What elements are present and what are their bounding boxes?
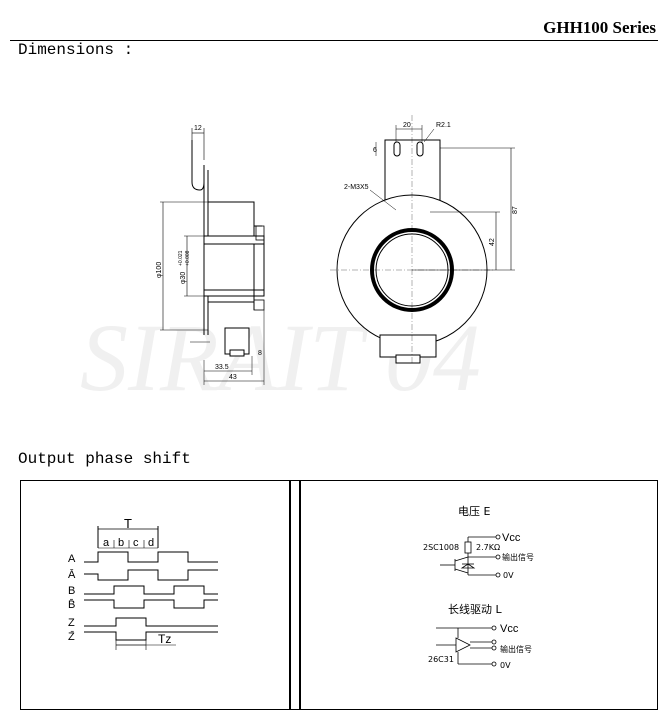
label-period: T [124, 516, 132, 531]
phase-shift-heading: Output phase shift [18, 450, 191, 468]
dim-bracket-width: 20 [403, 122, 411, 129]
label-signal-b: B [68, 585, 75, 597]
circuit-l-schematic [436, 625, 497, 667]
dim-depth-long: 43 [229, 374, 237, 381]
dimensions-heading: Dimensions : [18, 41, 134, 59]
label-seg-d: d [148, 537, 154, 549]
label-signal-b-bar: B̄ [68, 598, 75, 611]
dim-depth-short: 33.5 [215, 364, 229, 371]
label-seg-a: a [103, 537, 110, 549]
dim-slot-height: 6 [373, 147, 377, 154]
circuit-l-output: 输出信号 [500, 644, 532, 654]
circuit-e-resistor: 2.7KΩ [476, 543, 500, 552]
circuit-e-title: 电压 E [458, 505, 490, 518]
label-signal-z: Z [68, 617, 75, 629]
dim-center-height: 42 [489, 238, 496, 246]
dim-outer-diameter: φ100 [156, 262, 163, 278]
dim-bore: φ30 [180, 272, 187, 284]
label-signal-a: A [68, 553, 76, 565]
label-seg-c: c [133, 537, 139, 549]
label-z-width: Tz [158, 632, 171, 646]
dim-bore-tol-upper: +0.021 [178, 250, 184, 266]
label-seg-b: b [118, 537, 124, 549]
label-signal-a-bar: Ā [68, 569, 76, 581]
circuit-l-vcc: Vcc [500, 623, 519, 635]
label-screws: 2-M3X5 [344, 184, 369, 191]
circuit-e-vcc: Vcc [502, 532, 521, 544]
header-rule [10, 40, 658, 41]
circuit-l-title: 长线驱动 L [448, 602, 502, 616]
divider-panel [290, 480, 300, 710]
circuit-e-transistor: 2SC1008 [423, 543, 459, 552]
circuit-panel [300, 480, 658, 710]
timing-panel [20, 480, 290, 710]
dim-radius: R2.1 [436, 122, 451, 129]
dim-top-width: 12 [194, 125, 202, 132]
label-signal-z-bar: Z̄ [68, 630, 75, 643]
circuit-e-ground: 0V [503, 571, 514, 580]
timing-diagram [84, 526, 218, 650]
front-view-drawing [330, 115, 515, 365]
circuit-e-schematic [440, 534, 501, 578]
dim-tail: 8 [258, 350, 262, 357]
dim-bore-tol-lower: +0.008 [185, 250, 191, 266]
circuit-e-output: 输出信号 [502, 552, 534, 562]
circuit-l-ground: 0V [500, 661, 511, 670]
dim-total-height: 87 [512, 206, 519, 214]
circuit-l-driver: 26C31 [428, 655, 454, 664]
series-title: GHH100 Series [543, 18, 656, 37]
side-view-drawing [160, 128, 265, 385]
